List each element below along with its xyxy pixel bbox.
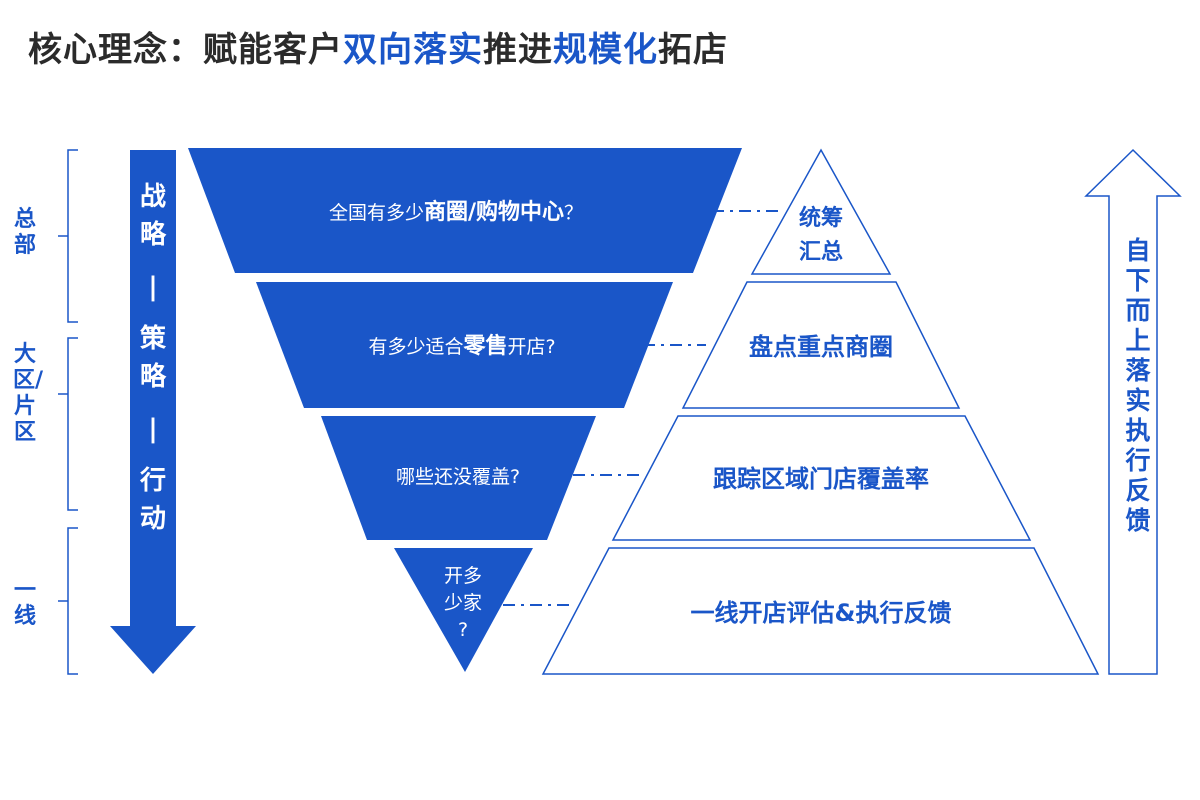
bracket-hq [67, 149, 78, 323]
level-label-hq: 总部 [10, 207, 40, 259]
pyramid-text-3: 跟踪区域门店覆盖率 [713, 465, 929, 493]
up-arrow-char: 而 [1125, 296, 1151, 325]
pyramid-text-2: 盘点重点商圈 [749, 333, 893, 361]
title-pre: 核心理念：赋能客户 [28, 30, 343, 70]
funnel [188, 148, 742, 672]
funnel-text-4a: 开多 [444, 565, 482, 587]
down-arrow-char: 略 [139, 362, 166, 392]
down-arrow [110, 150, 196, 674]
funnel-layer-1 [188, 148, 742, 273]
down-arrow-char: 策 [139, 324, 166, 354]
level-label-frontline-text: 一线 [13, 578, 36, 629]
down-arrow-char: 行 [139, 466, 166, 496]
pyramid-layer-2 [681, 281, 961, 409]
funnel-text-4b: 少家 [444, 592, 482, 614]
up-arrow-char: 馈 [1125, 506, 1151, 535]
funnel-layer-2 [256, 282, 673, 408]
funnel-text-4c: ? [458, 619, 468, 641]
funnel-layer-3 [321, 416, 596, 540]
down-arrow-char: | [148, 414, 158, 444]
pyramid-layer-1 [750, 148, 892, 275]
pyramid-layer-4 [541, 547, 1100, 675]
level-label-frontline: 一线 [10, 578, 40, 630]
up-arrow-char: 执 [1125, 416, 1151, 445]
connectors [503, 210, 778, 606]
pyramid-text-4: 一线开店评估&执行反馈 [691, 599, 952, 627]
title-highlight-1: 双向落实 [343, 30, 483, 70]
up-arrow-char: 实 [1125, 386, 1151, 415]
title-post: 拓店 [658, 30, 728, 70]
up-arrow-char: 反 [1125, 476, 1151, 505]
funnel-text-1: 全国有多少商圈/购物中心？ [329, 199, 583, 225]
down-arrow-char: 略 [139, 220, 166, 250]
title-mid: 推进 [483, 30, 553, 70]
up-arrow-char: 上 [1125, 326, 1151, 355]
funnel-text-3: 哪些还没覆盖? [396, 466, 520, 488]
bracket-frontline [67, 527, 78, 675]
down-arrow-text: 战 略 | 策 略 | 行 动 [132, 178, 174, 538]
pyramid-text-1a: 统筹 [799, 205, 843, 231]
up-arrow-char: 行 [1125, 446, 1151, 475]
down-arrow-char: | [148, 272, 158, 302]
pyramid [541, 148, 1100, 675]
up-arrow-char: 下 [1125, 266, 1151, 295]
funnel-text-2: 有多少适合零售开店? [368, 333, 555, 359]
level-label-hq-text: 总部 [13, 207, 36, 258]
bracket-region [67, 337, 78, 511]
level-label-region-text: 大区/片区 [13, 342, 44, 445]
level-label-region: 大区/片区 [10, 342, 44, 446]
up-arrow-char: 落 [1125, 356, 1151, 385]
up-arrow-char: 自 [1125, 236, 1151, 265]
pyramid-layer-3 [611, 415, 1032, 541]
down-arrow-char: 动 [139, 504, 166, 534]
up-arrow [1084, 148, 1182, 675]
page-title: 核心理念：赋能客户双向落实推进规模化拓店 [28, 22, 728, 71]
title-highlight-2: 规模化 [553, 30, 658, 70]
up-arrow-text: 自 下 而 上 落 实 执 行 反 馈 [1118, 236, 1158, 536]
funnel-layer-4 [394, 548, 533, 672]
pyramid-text-1b: 汇总 [799, 239, 843, 265]
down-arrow-char: 战 [139, 182, 166, 212]
level-brackets [58, 149, 78, 675]
